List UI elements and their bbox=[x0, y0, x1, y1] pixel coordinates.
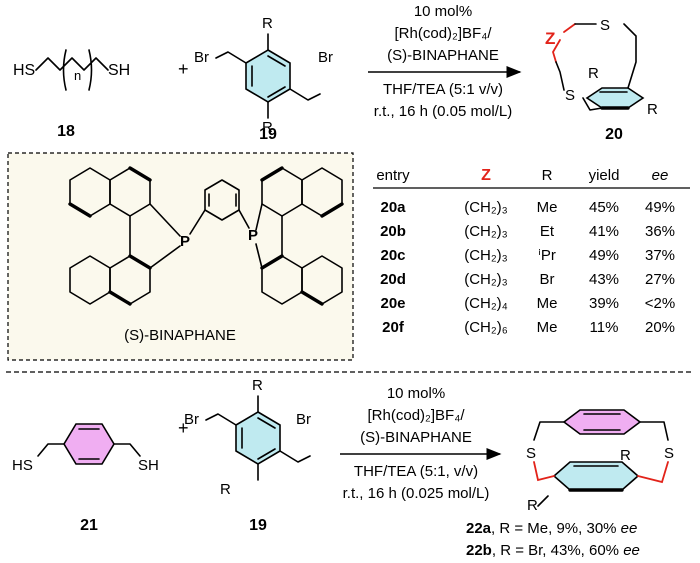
table-cell-r: Br bbox=[540, 271, 555, 288]
table-cell-yield: 11% bbox=[590, 319, 619, 336]
table-cell-entry: 20a bbox=[380, 199, 406, 216]
table-cell-z: (CH₂)₃ bbox=[464, 223, 508, 240]
temperature-time-text: r.t., 16 h (0.05 mol/L) bbox=[374, 103, 512, 120]
table-cell-yield: 49% bbox=[589, 247, 619, 264]
s-label-bottom: S bbox=[565, 87, 575, 104]
solvent-text: THF/TEA (5:1 v/v) bbox=[383, 81, 503, 98]
table-cell-z: (CH₂)₃ bbox=[464, 271, 508, 288]
col-header-ee: ee bbox=[652, 167, 669, 184]
reactant-21: HS SH 21 bbox=[12, 423, 159, 534]
result-ee-22b: ee bbox=[623, 542, 640, 559]
temperature-time-text-b: r.t., 16 h (0.025 mol/L) bbox=[343, 485, 490, 502]
result-line-22b: 22b, R = Br, 43%, 60% ee bbox=[466, 542, 640, 559]
catalyst-loading-text: 10 mol% bbox=[414, 3, 472, 20]
catalyst-text: [Rh(cod)₂]BF₄/ bbox=[395, 25, 493, 42]
compound-label-21: 21 bbox=[80, 517, 98, 534]
conditions-bottom: 10 mol% [Rh(cod)₂]BF₄/ (S)-BINAPHANE THF… bbox=[340, 385, 502, 502]
table-cell-z: (CH₂)₃ bbox=[464, 247, 508, 264]
table-cell-r: ⁱPr bbox=[538, 247, 556, 264]
table-cell-r: Me bbox=[537, 295, 558, 312]
r-label-product-b: R bbox=[647, 101, 658, 118]
table-cell-entry: 20b bbox=[380, 223, 406, 240]
s-label-22-left: S bbox=[526, 445, 536, 462]
result-ee-22a: ee bbox=[621, 520, 638, 537]
table-cell-ee: 20% bbox=[645, 319, 675, 336]
result-line-22a: 22a, R = Me, 9%, 30% ee bbox=[466, 520, 637, 537]
br-label-left-b: Br bbox=[184, 411, 199, 428]
s-label-top: S bbox=[600, 17, 610, 34]
reactant-19-top: R R Br Br 19 bbox=[194, 15, 333, 143]
table-cell-entry: 20e bbox=[380, 295, 405, 312]
br-label-left: Br bbox=[194, 49, 209, 66]
col-header-z: Z bbox=[481, 167, 491, 184]
table-cell-ee: 36% bbox=[645, 223, 675, 240]
reactant-19-bottom: R R Br Br 19 bbox=[184, 377, 311, 534]
sh-left-label: HS bbox=[13, 62, 35, 79]
catalyst-loading-text-b: 10 mol% bbox=[387, 385, 445, 402]
hs-label-21: HS bbox=[12, 457, 33, 474]
s-label-22-right: S bbox=[664, 445, 674, 462]
results-table: entry Z R yield ee 20a (CH₂)₃ Me 45% 49% 20b (… bbox=[373, 167, 690, 336]
z-label-product: Z bbox=[545, 29, 555, 48]
table-cell-entry: 20c bbox=[380, 247, 405, 264]
r-label-22-a: R bbox=[620, 447, 631, 464]
table-cell-r: Me bbox=[537, 319, 558, 336]
compound-label-20: 20 bbox=[605, 126, 623, 143]
sh-label-21: SH bbox=[138, 457, 159, 474]
table-cell-yield: 43% bbox=[589, 271, 619, 288]
table-cell-ee: <2% bbox=[645, 295, 675, 312]
br-label-right: Br bbox=[318, 49, 333, 66]
r-label-bottom-b: R bbox=[220, 481, 231, 498]
solvent-text-b: THF/TEA (5:1, v/v) bbox=[354, 463, 478, 480]
ligand-name-label: (S)-BINAPHANE bbox=[124, 327, 236, 344]
result-label-22a: 22a bbox=[466, 520, 492, 537]
table-cell-yield: 39% bbox=[589, 295, 619, 312]
table-cell-ee: 27% bbox=[645, 271, 675, 288]
col-header-entry: entry bbox=[376, 167, 410, 184]
sh-right-label: SH bbox=[108, 62, 130, 79]
table-cell-yield: 45% bbox=[589, 199, 619, 216]
table-cell-r: Me bbox=[537, 199, 558, 216]
plus-sign-top: + bbox=[178, 59, 189, 79]
p-atom-right: P bbox=[248, 227, 258, 244]
table-cell-ee: 49% bbox=[645, 199, 675, 216]
reactant-18: HS n SH 18 bbox=[13, 49, 130, 140]
table-cell-r: Et bbox=[540, 223, 555, 240]
result-text-22b: , R = Br, 43%, 60% bbox=[492, 542, 623, 559]
table-cell-entry: 20f bbox=[382, 319, 405, 336]
ligand-box bbox=[7, 152, 354, 361]
r-label-product-a: R bbox=[588, 65, 599, 82]
r-label-top: R bbox=[262, 15, 273, 32]
p-atom-left: P bbox=[180, 233, 190, 250]
product-22: S S R R bbox=[526, 409, 674, 514]
r-label-top-b: R bbox=[252, 377, 263, 394]
plus-sign-bottom: + bbox=[178, 418, 189, 438]
compound-label-19-bottom: 19 bbox=[249, 517, 267, 534]
product-20: Z S S R R 20 bbox=[545, 17, 658, 143]
table-body: 20a (CH₂)₃ Me 45% 49% 20b (CH₂)₃ Et 41% 36% 20c (CH… bbox=[380, 199, 675, 336]
product-22-results: 22a, R = Me, 9%, 30% ee 22b, R = Br, 43%… bbox=[466, 520, 640, 559]
catalyst-text-b: [Rh(cod)₂]BF₄/ bbox=[368, 407, 466, 424]
table-cell-ee: 37% bbox=[645, 247, 675, 264]
compound-label-19-top: 19 bbox=[259, 126, 277, 143]
br-label-right-b: Br bbox=[296, 411, 311, 428]
ligand-text: (S)-BINAPHANE bbox=[387, 47, 499, 64]
ligand-text-b: (S)-BINAPHANE bbox=[360, 429, 472, 446]
result-label-22b: 22b bbox=[466, 542, 492, 559]
r-label-bottom: R bbox=[262, 119, 273, 136]
table-cell-entry: 20d bbox=[380, 271, 406, 288]
col-header-yield: yield bbox=[589, 167, 620, 184]
compound-label-18: 18 bbox=[57, 123, 75, 140]
table-cell-z: (CH₂)₃ bbox=[464, 199, 508, 216]
col-header-r: R bbox=[542, 167, 553, 184]
binaphane-structure: P P (S)-BINAPHANE bbox=[68, 166, 344, 344]
conditions-top: 10 mol% [Rh(cod)₂]BF₄/ (S)-BINAPHANE THF… bbox=[368, 3, 522, 120]
table-cell-yield: 41% bbox=[589, 223, 619, 240]
table-cell-z: (CH₂)₄ bbox=[464, 295, 508, 312]
r-label-22-b: R bbox=[527, 497, 538, 514]
repeat-n-label: n bbox=[74, 68, 81, 83]
result-text-22a: , R = Me, 9%, 30% bbox=[491, 520, 621, 537]
table-cell-z: (CH₂)₆ bbox=[464, 319, 508, 336]
